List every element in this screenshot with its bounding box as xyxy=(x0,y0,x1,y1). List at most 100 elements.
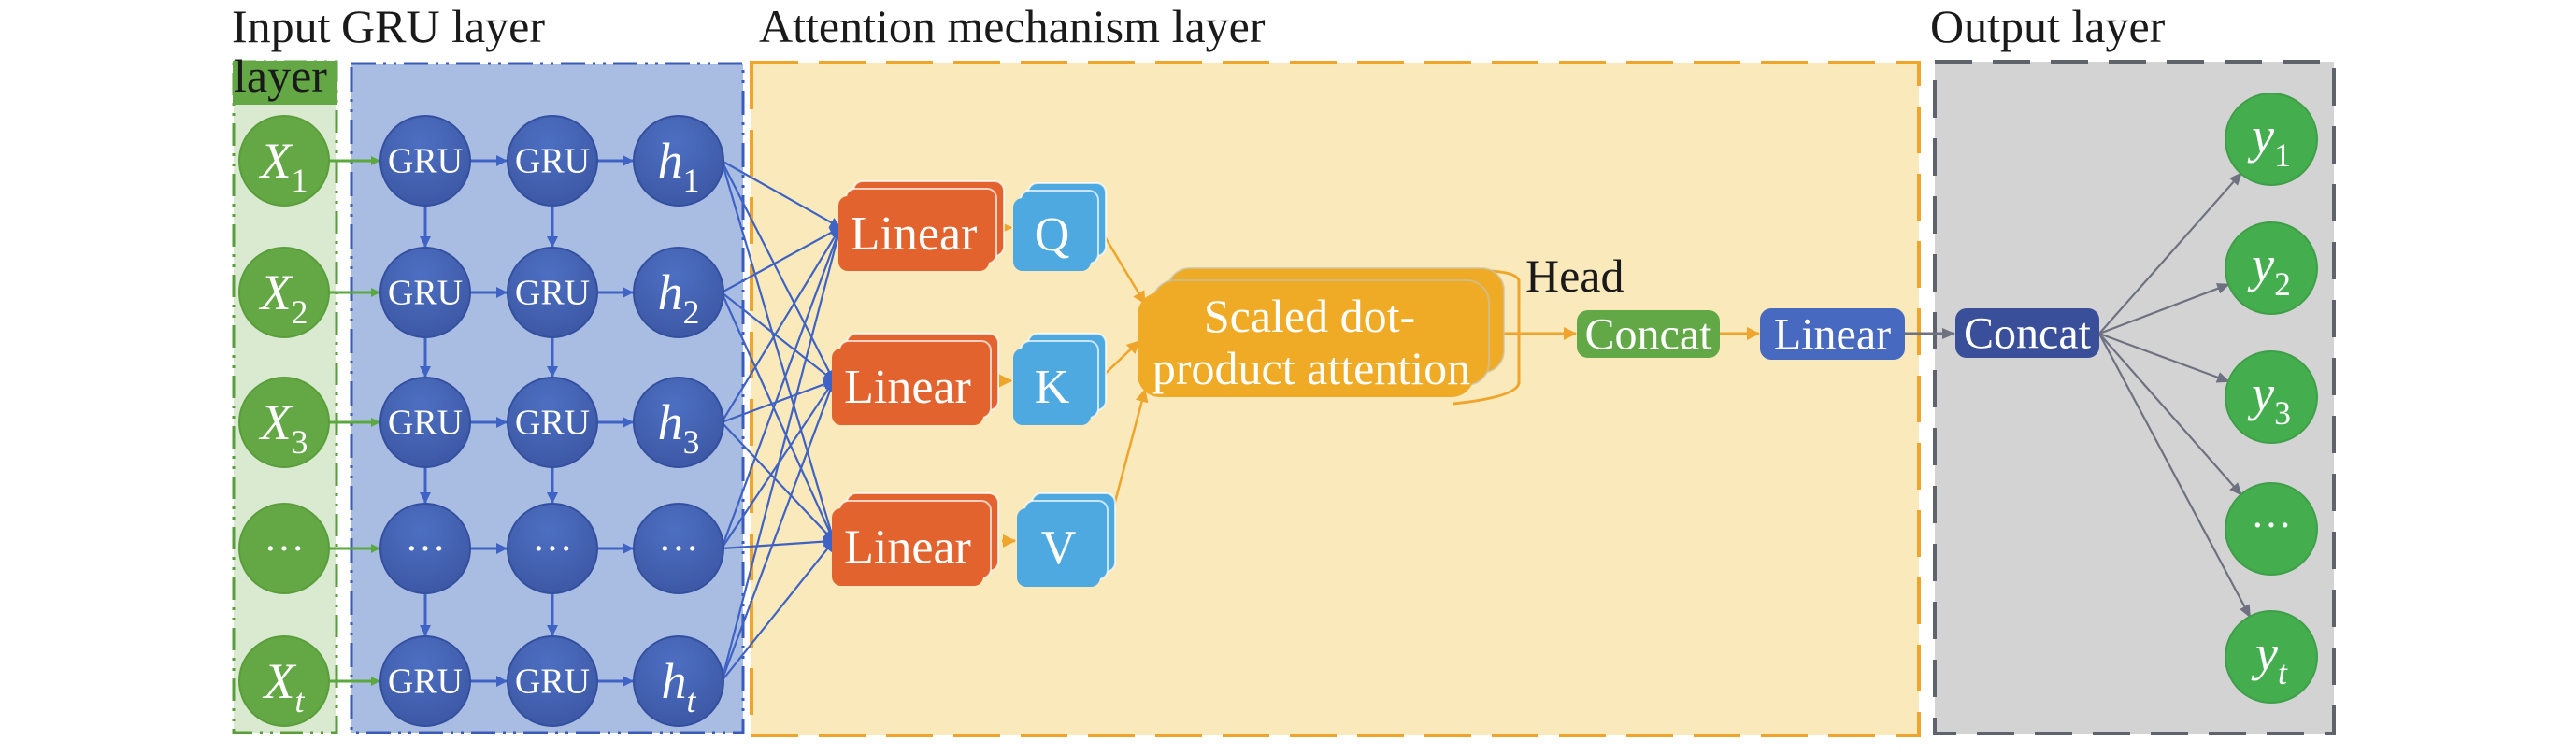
hidden-to-linear-arrow xyxy=(721,540,835,682)
hidden-state-node xyxy=(633,115,724,207)
gru-cell xyxy=(379,635,471,727)
linear-projection-stack xyxy=(832,333,999,425)
gru-cell-label: GRU xyxy=(515,662,590,702)
gru-cell-label-main: GRU xyxy=(388,662,463,702)
hidden-state-label-subscript: t xyxy=(687,682,697,719)
hidden-state-label: ht xyxy=(662,653,697,719)
hidden-to-linear-arrow xyxy=(720,160,837,542)
output-concat-block-label: Concat xyxy=(1964,309,2092,359)
linear-projection-stack-layer xyxy=(832,508,983,586)
qkv-stack-layer xyxy=(1013,349,1091,425)
gru-cell xyxy=(507,115,598,207)
gru-cell-label-main: GRU xyxy=(515,404,590,443)
output-node-label-main: y xyxy=(2247,365,2274,421)
concat-to-output-arrow xyxy=(2098,172,2243,335)
gru-cell xyxy=(507,635,598,727)
hidden-to-linear-arrow xyxy=(720,226,842,549)
gru-cell-label: GRU xyxy=(515,404,590,443)
gru-cell-label: GRU xyxy=(388,404,463,443)
hidden-to-linear-arrow xyxy=(721,226,841,423)
output-node-label-subscript: t xyxy=(2278,654,2288,691)
input-node xyxy=(238,115,330,207)
output-node-label-subscript: 2 xyxy=(2274,265,2291,303)
hidden-state-node xyxy=(633,377,724,468)
output-node-label-main: y xyxy=(2247,107,2274,164)
attention-label-line1: Scaled dot- xyxy=(1204,290,1415,342)
output-node xyxy=(2225,482,2318,576)
input-node xyxy=(238,635,330,727)
concat-to-output-arrow xyxy=(2098,333,2243,496)
output-layer-title: Output layer xyxy=(1930,0,2166,52)
gru-cell-label-main: ··· xyxy=(405,526,446,572)
gru-cell-label: ··· xyxy=(532,526,573,572)
qkv-label: K xyxy=(1035,361,1070,414)
linear-projection-label: Linear xyxy=(844,361,971,414)
output-node xyxy=(2225,93,2318,186)
qkv-label: V xyxy=(1041,521,1077,575)
input-node-label-subscript: t xyxy=(295,682,306,719)
hidden-to-linear-arrow xyxy=(721,535,835,550)
output-node-label: y2 xyxy=(2247,236,2291,303)
output-node xyxy=(2225,610,2318,704)
hidden-state-label-subscript: 3 xyxy=(683,423,700,461)
output-concat-block xyxy=(1955,308,2099,358)
input-node-label: X2 xyxy=(259,264,308,331)
output-node-label-subscript: 1 xyxy=(2274,136,2291,174)
input-node-label-main: X xyxy=(259,264,293,321)
hidden-state-label: h2 xyxy=(658,264,700,331)
hidden-state-node xyxy=(633,247,724,338)
qkv-label: Q xyxy=(1035,208,1070,262)
linear-projection-stack-layer xyxy=(838,196,989,271)
gru-cell xyxy=(379,377,471,468)
hidden-to-linear-arrow xyxy=(721,421,835,542)
concat-to-output-arrow xyxy=(2098,333,2252,619)
gru-cell-label: ··· xyxy=(405,526,446,572)
hidden-state-label-subscript: 2 xyxy=(683,293,700,331)
gru-cell-label-main: ··· xyxy=(532,526,573,572)
gru-cell-label: GRU xyxy=(515,274,590,313)
input-node-label: ··· xyxy=(264,526,305,572)
hidden-to-linear-arrow xyxy=(720,292,836,542)
output-node xyxy=(2225,221,2318,315)
linear-projection-label: Linear xyxy=(844,521,971,575)
linear-projection-label: Linear xyxy=(851,207,978,261)
input-node xyxy=(238,377,330,468)
output-node-label-main: y xyxy=(2251,625,2278,681)
head-concat-block xyxy=(1577,310,1720,358)
hidden-state-label-main: h xyxy=(658,394,683,450)
hidden-state-node xyxy=(633,503,724,594)
input-node-label-subscript: 3 xyxy=(292,423,308,461)
input-layer-header xyxy=(233,61,337,105)
input-node-label-main: X xyxy=(259,394,293,450)
attention-label-line2: product attention xyxy=(1152,342,1470,394)
attention-output-linear-block-label: Linear xyxy=(1774,310,1891,360)
input-node-label: X1 xyxy=(259,133,308,199)
scaled-dot-product-attention-stack-layer xyxy=(1138,292,1474,397)
gru-cell xyxy=(507,377,598,468)
hidden-to-linear-arrow xyxy=(720,379,836,682)
input-node-label-main: X xyxy=(263,653,297,709)
input-node-label-main: X xyxy=(259,133,293,189)
gru-cell-label-main: GRU xyxy=(515,662,590,702)
output-node-label: y3 xyxy=(2247,365,2291,432)
input-node-label: Xt xyxy=(263,653,306,719)
input-layer-title-line2: layer xyxy=(234,50,327,102)
input-node xyxy=(238,247,330,338)
linear-projection-stack xyxy=(838,180,1005,271)
gru-cell xyxy=(379,247,471,338)
output-node-label-main: ··· xyxy=(2251,503,2292,548)
input-layer-title: Input xyxy=(232,0,331,52)
gru-cell-label-main: GRU xyxy=(388,142,463,181)
gru-layer-title: GRU layer xyxy=(341,0,545,52)
hidden-state-label: h3 xyxy=(658,394,700,461)
gru-cell xyxy=(507,503,598,594)
linear-projection-stack xyxy=(832,492,999,586)
gru-cell-label: GRU xyxy=(388,662,463,702)
concat-to-output-arrow xyxy=(2098,283,2231,335)
q-to-attention-arrow xyxy=(1098,228,1147,305)
gru-cell xyxy=(507,247,598,338)
linear-projection-stack-layer xyxy=(832,349,983,425)
hidden-state-label-main: h xyxy=(658,264,683,321)
qkv-stack xyxy=(1013,182,1107,271)
